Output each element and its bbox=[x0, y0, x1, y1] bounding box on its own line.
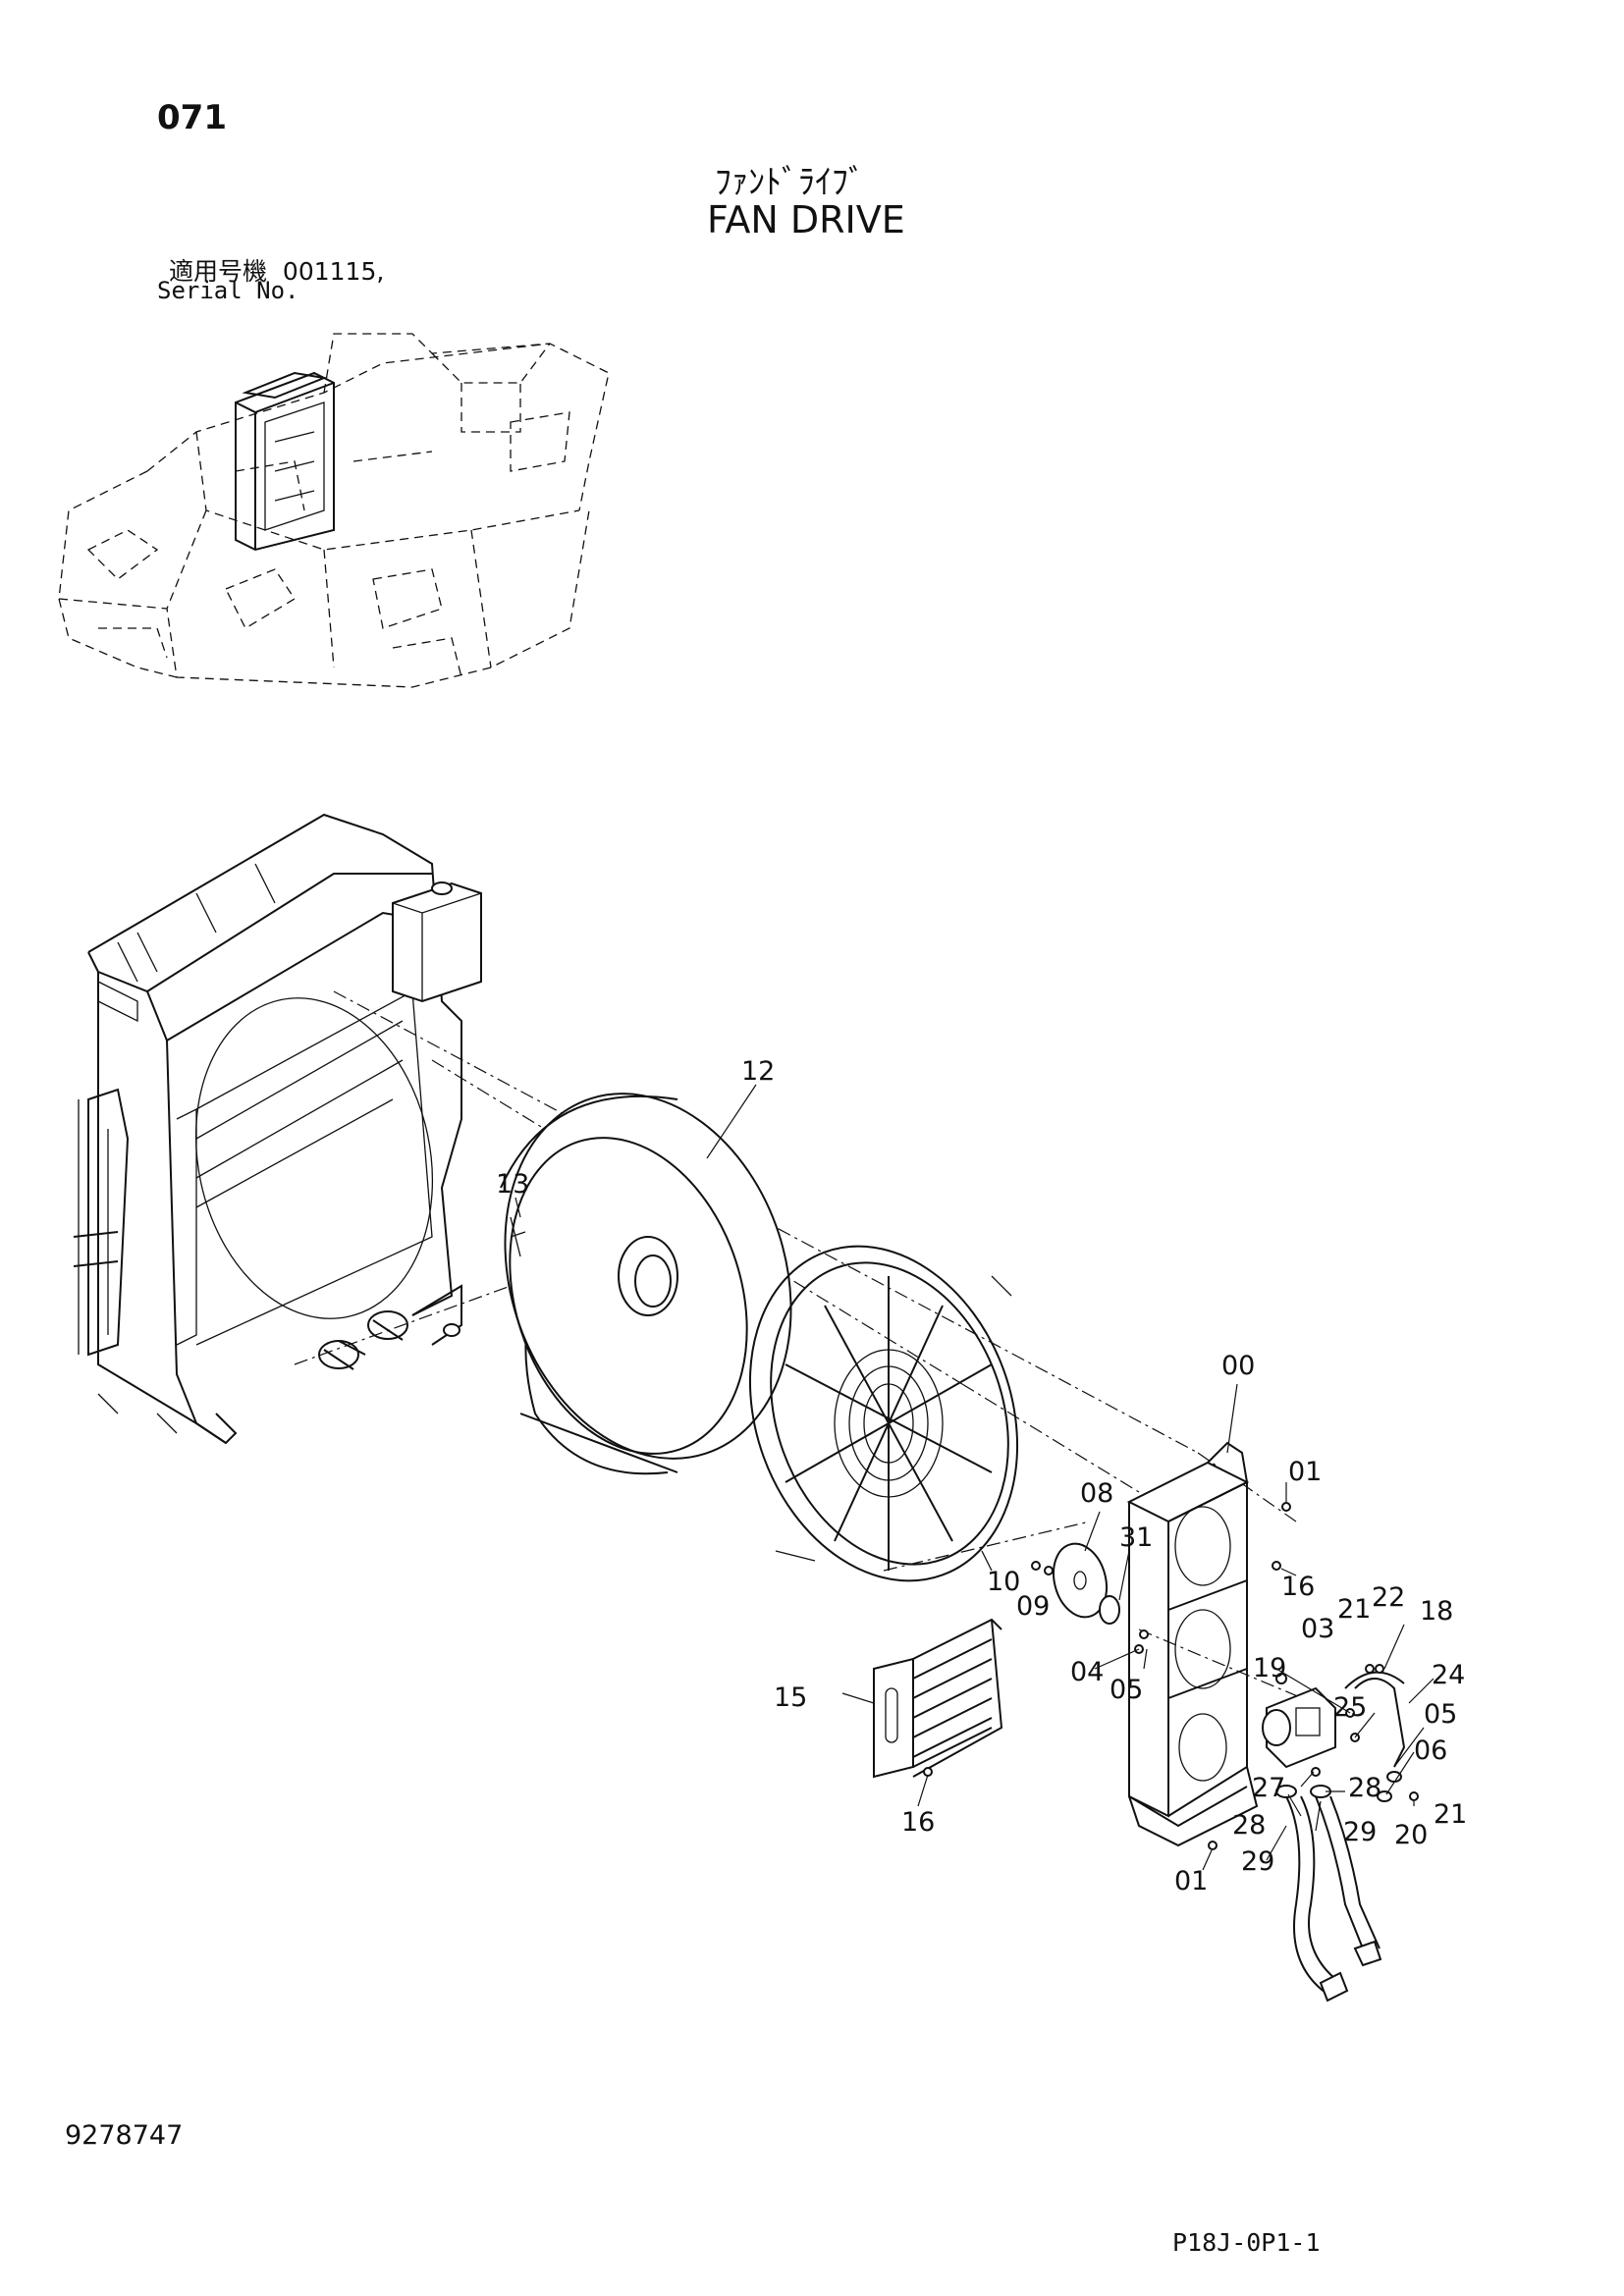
callout-21-b: 21 bbox=[1434, 1799, 1467, 1830]
serial-label-english: Serial No. bbox=[157, 277, 299, 304]
callout-22: 22 bbox=[1372, 1582, 1405, 1613]
serial-value: 001115, bbox=[282, 257, 385, 286]
callout-29: 29 bbox=[1343, 1817, 1377, 1847]
callout-16-b: 16 bbox=[901, 1807, 935, 1838]
callout-08: 08 bbox=[1080, 1478, 1113, 1509]
bracket bbox=[873, 1618, 1003, 1779]
callout-24: 24 bbox=[1432, 1660, 1465, 1690]
fan-guard bbox=[748, 1245, 1019, 1582]
callout-16: 16 bbox=[1281, 1572, 1315, 1602]
fasteners bbox=[510, 1216, 1291, 1850]
callout-19: 19 bbox=[1253, 1653, 1286, 1683]
callout-05: 05 bbox=[1110, 1675, 1143, 1705]
title-japanese: ﾌｧﾝﾄﾞﾗｲﾌﾞ bbox=[715, 163, 865, 202]
callout-04: 04 bbox=[1070, 1657, 1104, 1687]
callout-27: 27 bbox=[1252, 1773, 1285, 1803]
callout-03: 03 bbox=[1301, 1614, 1334, 1644]
document-number: 9278747 bbox=[65, 2120, 184, 2151]
radiator-assembly bbox=[73, 813, 482, 1445]
machine-overview-sketch bbox=[58, 333, 610, 688]
callout-10: 10 bbox=[987, 1567, 1020, 1597]
leader-lines bbox=[514, 1084, 1435, 1871]
assembly-centerlines bbox=[294, 990, 1326, 1709]
callout-21: 21 bbox=[1337, 1594, 1371, 1625]
callout-20: 20 bbox=[1394, 1820, 1428, 1850]
title-english: FAN DRIVE bbox=[707, 198, 905, 241]
callout-06: 06 bbox=[1414, 1735, 1447, 1766]
fan-shroud bbox=[500, 1093, 792, 1475]
callout-labels: 12 13 00 01 08 31 10 09 16 21 22 18 03 0… bbox=[496, 1056, 1467, 1896]
mount-frame bbox=[1126, 1441, 1259, 1847]
callout-25: 25 bbox=[1333, 1692, 1367, 1723]
callout-13: 13 bbox=[496, 1169, 529, 1200]
callout-15: 15 bbox=[774, 1682, 807, 1713]
page-number: 071 bbox=[157, 98, 227, 137]
callout-28: 28 bbox=[1348, 1773, 1381, 1803]
callout-28-b: 28 bbox=[1232, 1810, 1266, 1841]
callout-05-b: 05 bbox=[1424, 1699, 1457, 1730]
callout-31: 31 bbox=[1119, 1522, 1153, 1553]
callout-18: 18 bbox=[1420, 1596, 1453, 1627]
callout-00: 00 bbox=[1221, 1351, 1255, 1381]
serial-line-japanese: 適用号機 001115, bbox=[169, 252, 384, 288]
callout-01: 01 bbox=[1288, 1457, 1322, 1487]
callout-09: 09 bbox=[1016, 1591, 1050, 1622]
serial-label-jp: 適用号機 bbox=[169, 257, 268, 286]
hub-plate bbox=[1031, 1542, 1120, 1625]
callout-29-b: 29 bbox=[1241, 1846, 1274, 1877]
callout-12: 12 bbox=[741, 1056, 775, 1087]
fan-motor bbox=[1262, 1664, 1419, 2002]
page-code: P18J-0P1-1 bbox=[1172, 2228, 1321, 2257]
callout-01-b: 01 bbox=[1174, 1866, 1208, 1896]
